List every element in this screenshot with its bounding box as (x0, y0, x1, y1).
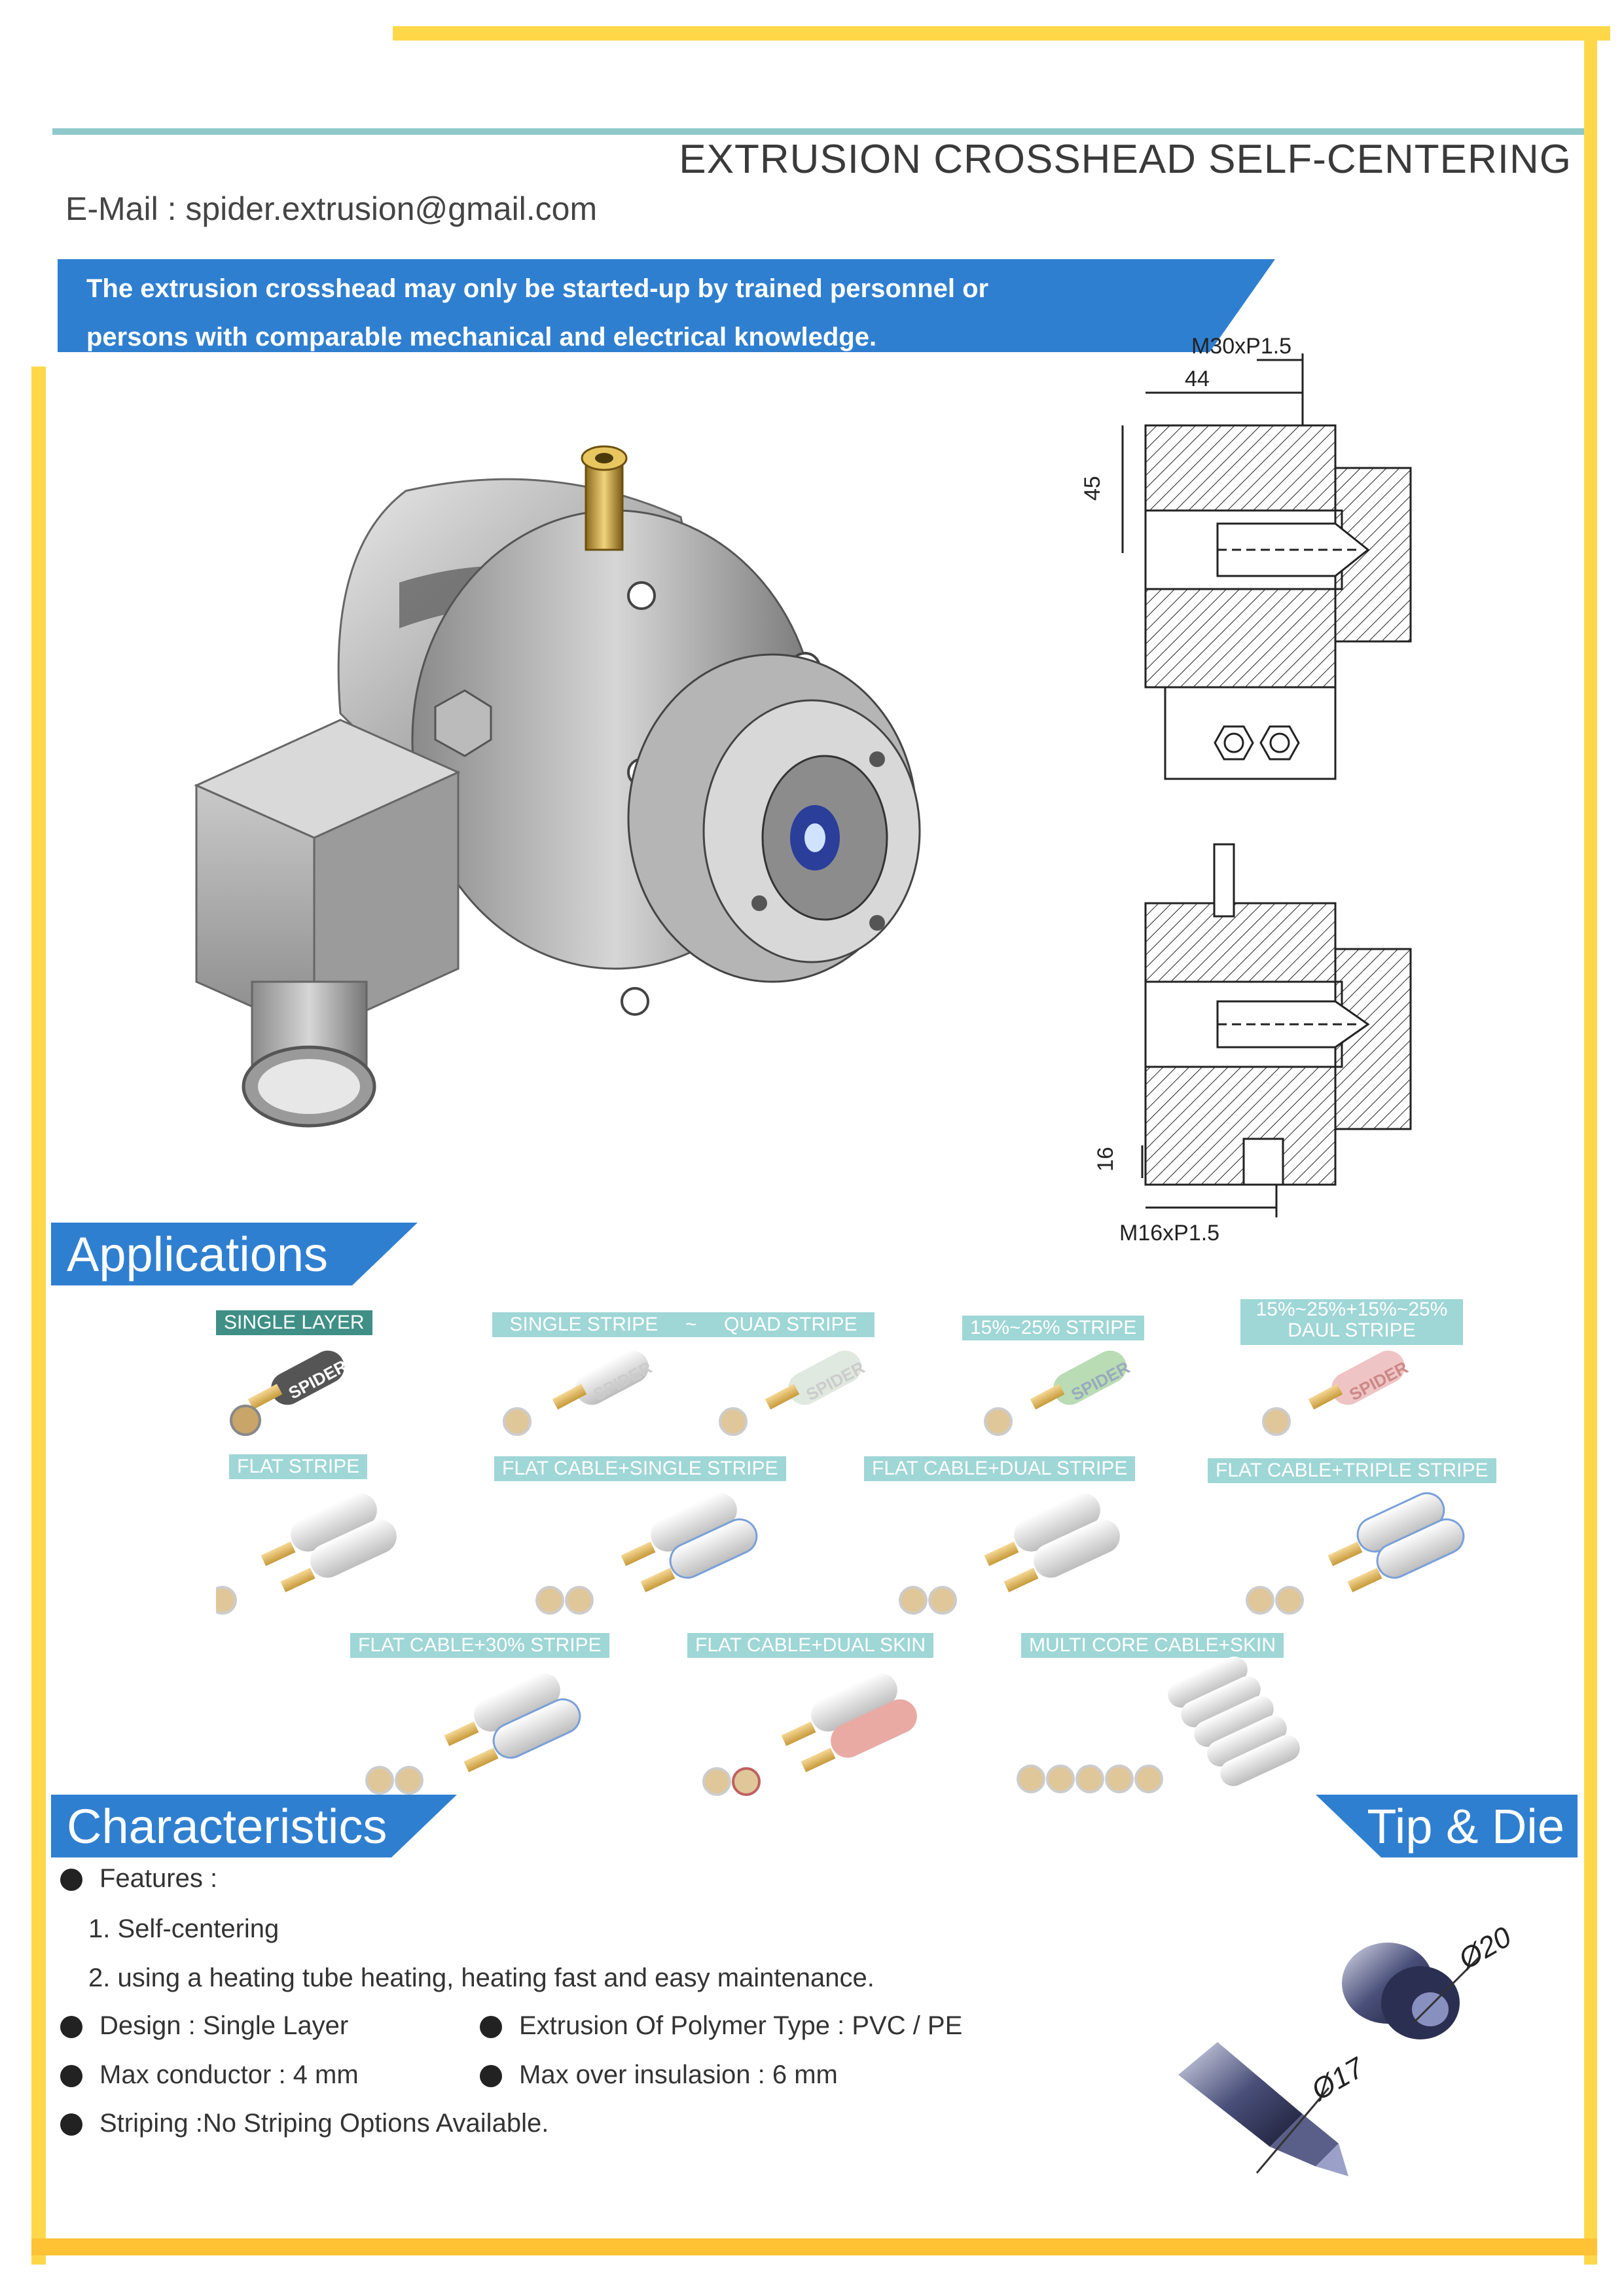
cable-flat-dual-stripe (899, 1493, 1120, 1615)
cable-quad-stripe: SPIDER (719, 1350, 868, 1436)
design-label: Design : Single Layer (99, 2011, 349, 2040)
app-single-layer: SINGLE LAYER (216, 1310, 372, 1335)
warning-banner: The extrusion crosshead may only be star… (58, 259, 1275, 352)
warning-text: The extrusion crosshead may only be star… (86, 264, 988, 361)
warning-line-1: The extrusion crosshead may only be star… (86, 274, 989, 303)
dim-thread-top: M30xP1.5 (1191, 334, 1291, 359)
applications-heading: Applications (51, 1223, 418, 1285)
frame-top (393, 26, 1610, 41)
max-insulation-item: Max over insulasion : 6 mm (480, 2060, 838, 2090)
bullet-icon (60, 2065, 82, 2088)
frame-bottom (31, 2238, 1597, 2255)
polymer-label: Extrusion Of Polymer Type : PVC / PE (519, 2011, 963, 2040)
applications-tab-bg (51, 1223, 418, 1285)
app-flat-30-stripe: FLAT CABLE+30% STRIPE (350, 1633, 609, 1658)
cable-single-layer: SPIDER (230, 1350, 351, 1436)
characteristics-heading: Characteristics (51, 1795, 457, 1857)
warning-line-2: persons with comparable mechanical and e… (86, 323, 877, 351)
tip-die-heading: Tip & Die (1316, 1795, 1578, 1857)
app-flat-single-stripe: FLAT CABLE+SINGLE STRIPE (494, 1456, 786, 1481)
cable-illustrations: SPIDER SPIDER SPIDER SPIDER SPIDER (216, 1350, 1465, 1796)
dim-16: 16 (1093, 1147, 1118, 1172)
bullet-icon (60, 2113, 82, 2136)
cable-flat-single-stripe (535, 1493, 758, 1615)
frame-right (1584, 26, 1597, 2265)
characteristics-heading-label: Characteristics (67, 1799, 388, 1854)
dim-thread-bottom: M16xP1.5 (1119, 1221, 1219, 1246)
striping-label: Striping :No Striping Options Available. (99, 2109, 549, 2138)
tip-die-tab-bg (1316, 1795, 1578, 1857)
polymer-item: Extrusion Of Polymer Type : PVC / PE (480, 2011, 962, 2041)
warning-banner-bg (58, 259, 1275, 352)
tip-part (1178, 2042, 1348, 2176)
app-dual-stripe: 15%~25%+15%~25% DAUL STRIPE (1240, 1299, 1463, 1345)
app-multi-core-skin: MULTI CORE CABLE+SKIN (1021, 1633, 1284, 1658)
dim-44: 44 (1185, 367, 1210, 391)
max-conductor-label: Max conductor : 4 mm (99, 2060, 359, 2089)
tip-die-image: Ø20 Ø17 (1178, 1920, 1517, 2176)
app-flat-dual-stripe: FLAT CABLE+DUAL STRIPE (864, 1456, 1136, 1481)
cable-flat-triple-stripe (1246, 1492, 1465, 1615)
app-flat-triple-stripe: FLAT CABLE+TRIPLE STRIPE (1208, 1458, 1496, 1483)
bullet-icon (60, 1869, 82, 1892)
die-dim: Ø20 (1453, 1920, 1517, 1976)
feature-2: 2. using a heating tube heating, heating… (88, 1964, 875, 1992)
frame-left (31, 367, 46, 2265)
features-label: Features : (99, 1864, 218, 1893)
characteristics-tab-bg (51, 1795, 457, 1857)
bullet-icon (480, 2065, 502, 2088)
cable-flat-30-stripe (365, 1673, 581, 1795)
features-item: Features : (60, 1864, 217, 1893)
app-dual-stripe-line1: 15%~25%+15%~25% (1255, 1299, 1448, 1320)
tip-die-heading-label: Tip & Die (1367, 1799, 1564, 1854)
striping-item: Striping :No Striping Options Available. (60, 2109, 549, 2138)
cable-dual-stripe: SPIDER (1262, 1350, 1411, 1436)
design-item: Design : Single Layer (60, 2011, 348, 2041)
cable-flat-stripe (216, 1493, 397, 1615)
crosshead-product-image (194, 445, 921, 1128)
bullet-icon (60, 2016, 82, 2039)
app-dual-stripe-line2: DAUL STRIPE (1288, 1319, 1416, 1341)
header-rule (52, 128, 1584, 135)
die-part (1342, 1943, 1460, 2039)
app-15-25-stripe: 15%~25% STRIPE (962, 1316, 1145, 1340)
cable-single-stripe: SPIDER (503, 1350, 655, 1436)
max-insulation-label: Max over insulasion : 6 mm (519, 2060, 838, 2089)
tip-dim: Ø17 (1305, 2051, 1371, 2108)
max-conductor-item: Max conductor : 4 mm (60, 2060, 359, 2090)
applications-heading-label: Applications (67, 1227, 329, 1282)
cable-multi-core-skin (1017, 1656, 1300, 1793)
technical-drawing: M30xP1.5 44 45 16 M16xP1.5 (1080, 334, 1412, 1246)
app-flat-dual-skin: FLAT CABLE+DUAL SKIN (687, 1633, 934, 1658)
cable-flat-dual-skin (702, 1673, 917, 1796)
bullet-icon (480, 2016, 502, 2039)
dim-45: 45 (1080, 476, 1105, 501)
app-flat-stripe: FLAT STRIPE (229, 1454, 368, 1479)
app-single-quad-stripe: SINGLE STRIPE ~ QUAD STRIPE (492, 1312, 875, 1337)
feature-1: 1. Self-centering (88, 1914, 280, 1943)
cable-15-25-stripe: SPIDER (984, 1350, 1133, 1436)
contact-email[interactable]: E-Mail : spider.extrusion@gmail.com (65, 190, 598, 227)
page-title: EXTRUSION CROSSHEAD SELF-CENTERING (679, 137, 1572, 182)
